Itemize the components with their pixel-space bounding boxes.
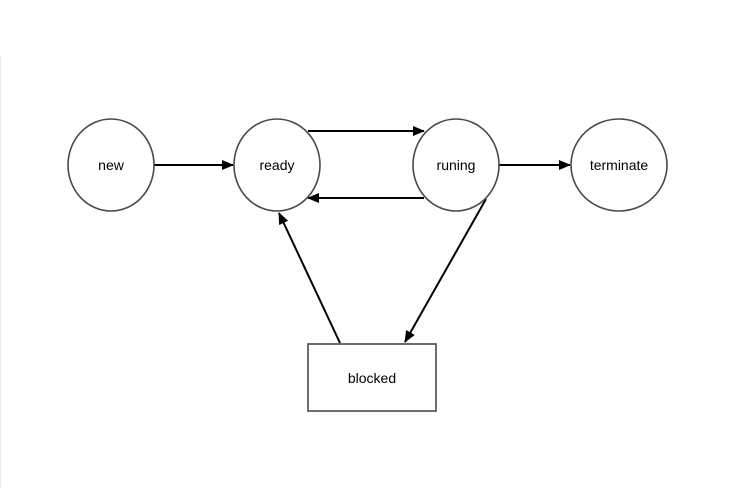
edge-blocked-to-ready xyxy=(278,212,341,344)
node-terminate-ellipse xyxy=(570,118,668,212)
node-runing[interactable]: runing xyxy=(412,118,500,212)
node-blocked[interactable]: blocked xyxy=(307,343,437,412)
node-runing-ellipse xyxy=(412,118,500,212)
node-new[interactable]: new xyxy=(67,118,155,212)
node-terminate-label: terminate xyxy=(590,157,649,173)
node-blocked-label: blocked xyxy=(348,370,396,386)
left-border-line xyxy=(0,55,1,488)
node-new-label: new xyxy=(98,157,125,173)
node-ready-ellipse xyxy=(233,118,321,212)
node-terminate[interactable]: terminate xyxy=(570,118,668,212)
edge-runing-to-blocked xyxy=(404,198,487,343)
node-new-ellipse xyxy=(67,118,155,212)
node-blocked-rect xyxy=(307,343,437,412)
node-ready-label: ready xyxy=(259,157,294,173)
node-ready[interactable]: ready xyxy=(233,118,321,212)
node-runing-label: runing xyxy=(437,157,476,173)
